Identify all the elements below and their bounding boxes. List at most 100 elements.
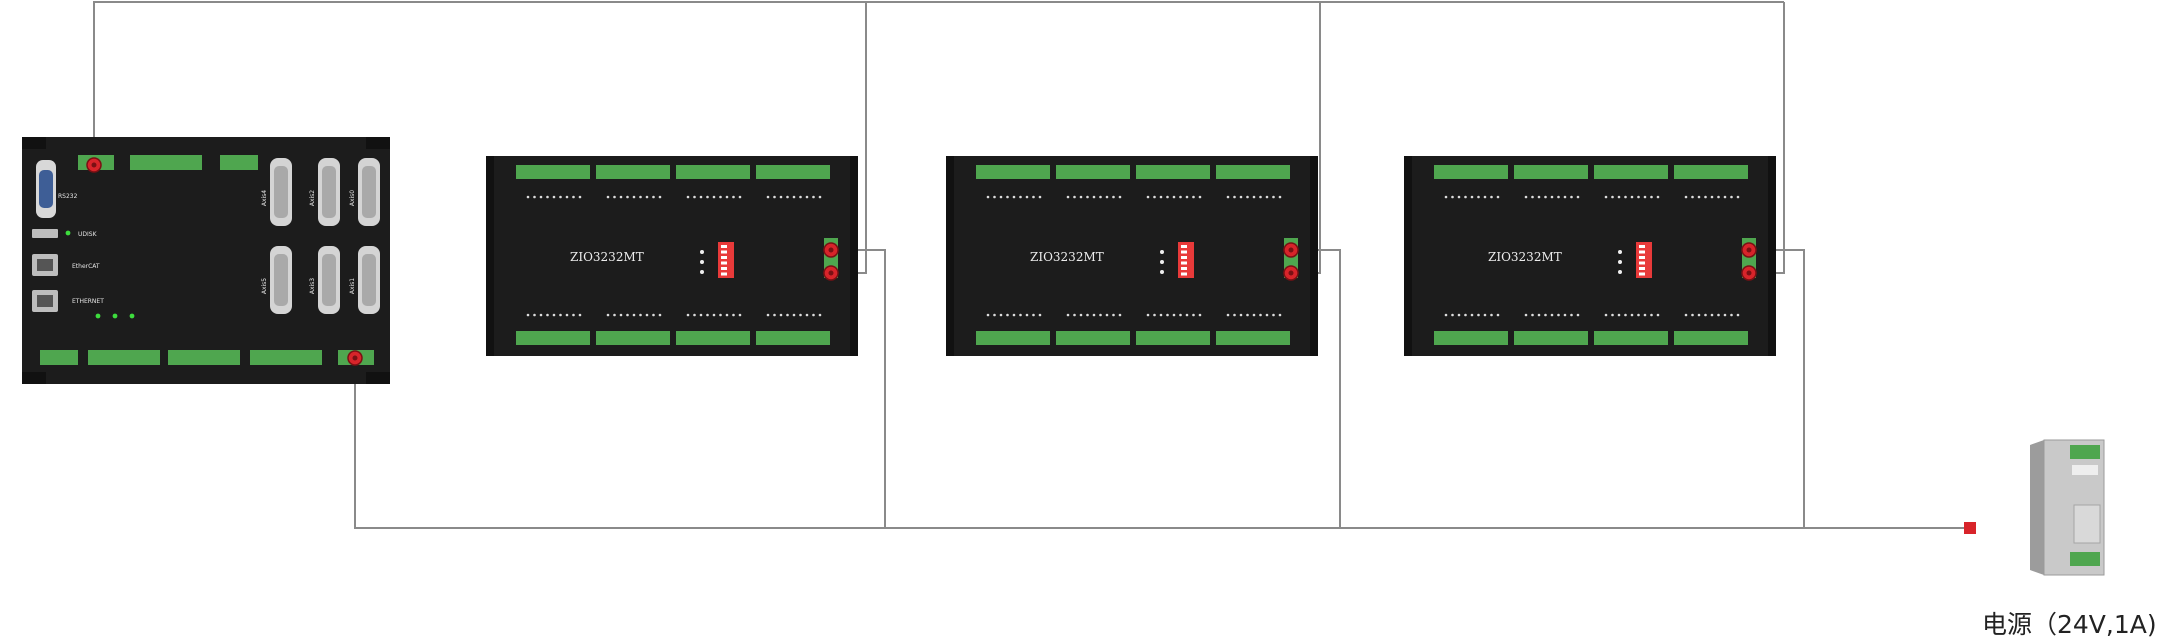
axis-label: Axis3 (309, 278, 316, 294)
psu-front-panel (2073, 504, 2101, 544)
module-io-led (1717, 195, 1720, 199)
module-io-led (1146, 313, 1150, 317)
module-io-led (626, 313, 629, 317)
module-io-led (1557, 313, 1560, 317)
module-io-led (1650, 313, 1653, 317)
module-io-led (1704, 195, 1707, 199)
module-dip-toggle (1639, 245, 1645, 248)
module-io-led (1624, 313, 1627, 317)
module-terminal-top (676, 165, 750, 179)
module-dip-toggle (1639, 250, 1645, 254)
module-io-led (546, 313, 549, 317)
module-io-led (1265, 313, 1269, 317)
module-dip-toggle (1639, 272, 1645, 276)
module-io-led (1483, 313, 1487, 317)
controller-mount-ear (22, 137, 46, 149)
module-io-led (639, 313, 642, 317)
module-io-led (693, 313, 696, 317)
module-io-led (786, 195, 789, 199)
ethernet-label: ETHERNET (72, 298, 104, 305)
module-io-led (1650, 195, 1653, 199)
module-io-led (1697, 195, 1701, 199)
module-io-led (565, 313, 569, 317)
module-io-led (1611, 313, 1614, 317)
module-terminal-bottom (756, 331, 830, 345)
module-io-led (1457, 313, 1461, 317)
module-io-led (1038, 195, 1042, 199)
module-model-label: ZIO3232MT (1488, 250, 1562, 264)
module-io-led (1252, 313, 1256, 317)
module-terminal-bottom (1434, 331, 1508, 345)
module-io-led (1704, 313, 1707, 317)
module-terminal-bottom (516, 331, 590, 345)
module-dip-toggle (1181, 272, 1187, 276)
module-io-led (999, 195, 1003, 199)
module-dip-toggle (721, 261, 727, 265)
module-io-led (1570, 313, 1573, 317)
module-io-led (539, 195, 543, 199)
power-supply: 电源（24V,1A) (1964, 439, 2157, 639)
module-body (1408, 156, 1772, 356)
module-status-led (1618, 250, 1622, 254)
module-rail-clip (1404, 156, 1412, 356)
module-io-led (732, 313, 735, 317)
module-status-led (1160, 270, 1164, 274)
module-io-led (712, 313, 716, 317)
module-io-led (1537, 195, 1541, 199)
module-io-led (805, 195, 809, 199)
module-io-led (805, 313, 809, 317)
wire-power-bus (354, 358, 1970, 529)
module-io-led (526, 195, 530, 199)
module-io-led (999, 313, 1003, 317)
module-dip-toggle (721, 250, 727, 254)
module-io-led (1496, 195, 1500, 199)
module-io-led (1112, 313, 1115, 317)
module-terminal-top (1136, 165, 1210, 179)
module-io-led (1730, 313, 1733, 317)
module-io-led (1483, 195, 1487, 199)
module-io-led (1012, 195, 1016, 199)
module-io-led (773, 313, 776, 317)
module-dip-toggle (1639, 261, 1645, 265)
module-model-label: ZIO3232MT (1030, 250, 1104, 264)
module-io-led (1604, 195, 1608, 199)
module-dip-toggle (721, 272, 727, 276)
module-io-led (1079, 313, 1083, 317)
module-io-led (546, 195, 549, 199)
rs232-port-face (39, 170, 53, 208)
module-io-led (1179, 313, 1182, 317)
module-io-led (1278, 195, 1282, 199)
module-io-led (1710, 195, 1714, 199)
status-led (112, 313, 118, 319)
module-io-led (766, 313, 770, 317)
module-io-led (1470, 313, 1474, 317)
module-io-led (1730, 195, 1733, 199)
module-dip-toggle (721, 245, 727, 248)
module-terminal-bottom (1674, 331, 1748, 345)
module-red-connector-core (1746, 270, 1752, 276)
axis-connector-face (322, 166, 336, 218)
module-io-led (1025, 313, 1029, 317)
module-io-led (1457, 195, 1461, 199)
module-io-led (1656, 195, 1660, 199)
module-io-led (1105, 195, 1109, 199)
module-dip-toggle (721, 256, 727, 259)
module-io-led (572, 313, 575, 317)
module-rail-clip (850, 156, 858, 356)
module-io-led (552, 195, 556, 199)
module-dip-toggle (721, 267, 727, 270)
module-io-led (1684, 195, 1688, 199)
controller-terminal-top (130, 155, 202, 170)
controller-body (22, 137, 390, 384)
module-terminal-top (1594, 165, 1668, 179)
module-red-connector-core (1288, 247, 1294, 253)
module-io-led (1524, 313, 1528, 317)
module-terminal-bottom (976, 331, 1050, 345)
module-io-led (1032, 195, 1035, 199)
status-led (129, 313, 135, 319)
axis-connector-face (274, 254, 288, 306)
module-terminal-top (976, 165, 1050, 179)
module-io-led (1159, 313, 1163, 317)
module-io-led (1531, 313, 1534, 317)
